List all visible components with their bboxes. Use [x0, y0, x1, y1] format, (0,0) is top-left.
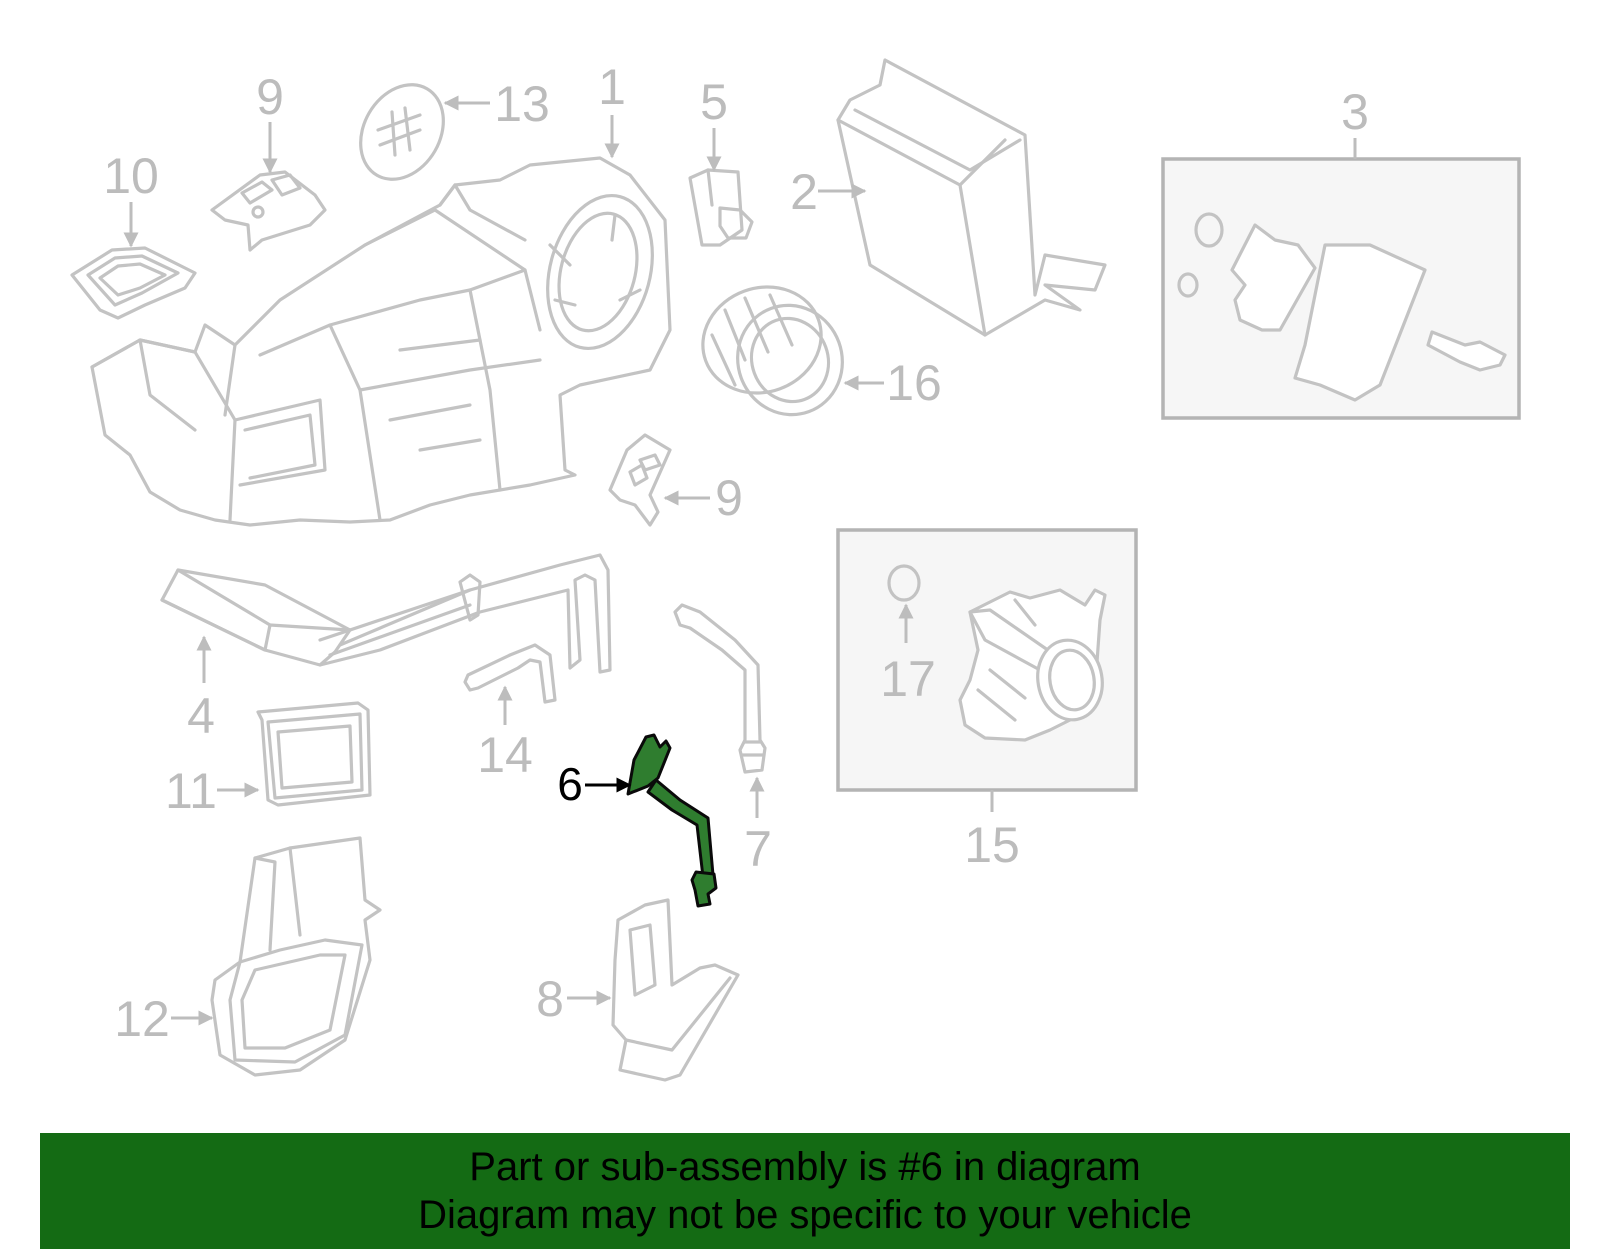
part-10-seal[interactable]	[70, 246, 197, 320]
info-banner: Part or sub-assembly is #6 in diagram Di…	[40, 1133, 1570, 1249]
part-4-heater-core[interactable]	[160, 553, 612, 674]
callout-9-lower: 9	[715, 470, 743, 526]
part-6-highlighted-hose[interactable]	[626, 733, 718, 908]
callout-7: 7	[744, 821, 772, 877]
banner-line-1: Part or sub-assembly is #6 in diagram	[469, 1145, 1141, 1189]
callout-labels: 1 2 3 4 5 6 7 8 9 9 10 11 12 13 14 15 16…	[103, 59, 1369, 1047]
callout-6: 6	[557, 758, 583, 810]
callout-10: 10	[103, 148, 159, 204]
callout-15: 15	[964, 817, 1020, 873]
part-13-disc[interactable]	[344, 70, 460, 195]
part-1-housing[interactable]	[90, 156, 672, 527]
callout-8: 8	[536, 971, 564, 1027]
callout-17: 17	[880, 651, 936, 707]
callout-9-top: 9	[256, 69, 284, 125]
part-3-kit-box[interactable]	[1161, 157, 1521, 420]
callout-11: 11	[165, 763, 217, 819]
callout-4: 4	[187, 688, 215, 744]
callout-12: 12	[114, 991, 170, 1047]
part-7-tube[interactable]	[673, 603, 767, 774]
part-8-duct[interactable]	[611, 898, 740, 1082]
part-12-duct[interactable]	[210, 836, 382, 1077]
part-9-actuator-top[interactable]	[210, 170, 327, 252]
callout-3: 3	[1341, 84, 1369, 140]
part-11-filter[interactable]	[256, 701, 372, 807]
callout-13: 13	[494, 76, 550, 132]
leader-lines	[123, 95, 1357, 1026]
callout-5: 5	[700, 74, 728, 130]
callout-1: 1	[598, 59, 626, 115]
callout-16: 16	[886, 355, 942, 411]
banner-line-2: Diagram may not be specific to your vehi…	[418, 1193, 1192, 1237]
part-16-blower-wheel[interactable]	[688, 271, 858, 430]
part-2-evaporator[interactable]	[836, 58, 1107, 337]
callout-2: 2	[790, 164, 818, 220]
part-5-clip[interactable]	[688, 168, 754, 247]
part-14-hose[interactable]	[463, 643, 557, 704]
part-9-actuator-lower[interactable]	[608, 433, 672, 527]
part-15-blower-box[interactable]	[836, 528, 1138, 792]
callout-14: 14	[477, 727, 533, 783]
